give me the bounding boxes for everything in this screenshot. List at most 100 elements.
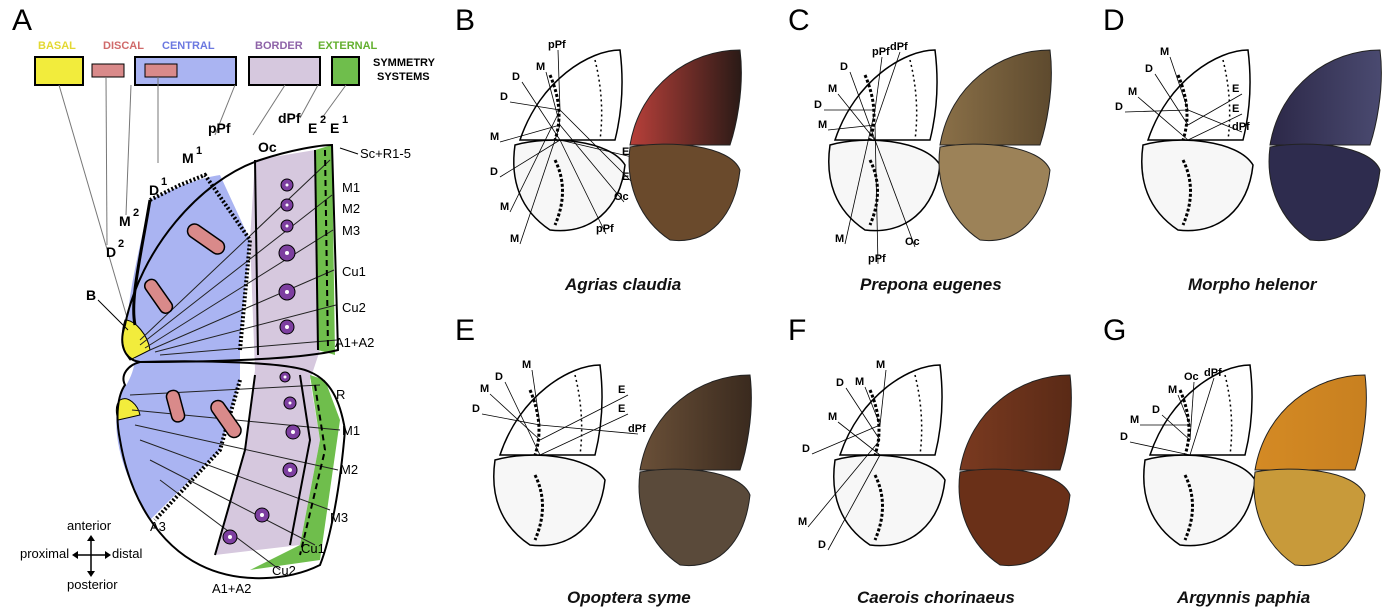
label-e2: E	[308, 120, 317, 136]
element-label: M	[1168, 384, 1177, 396]
vein-label-m1: M1	[342, 180, 360, 195]
element-label: D	[500, 91, 508, 103]
panel-letter-g: G	[1103, 314, 1126, 347]
system-label-discal: DISCAL	[103, 40, 144, 52]
label-d2-sup: 2	[118, 238, 124, 250]
element-label: D	[490, 166, 498, 178]
system-box-external	[332, 57, 359, 85]
photo-forewing	[640, 375, 751, 470]
species-name-d: Morpho helenor	[1188, 275, 1318, 294]
element-label: M	[510, 233, 519, 245]
label-b: B	[86, 287, 96, 303]
element-label: M	[818, 119, 827, 131]
vein-label-r: R	[336, 387, 345, 402]
compass-distal: distal	[112, 546, 142, 561]
line-drawing-hindwing	[1144, 455, 1255, 545]
element-label: D	[1120, 431, 1128, 443]
photo-hindwing	[939, 144, 1050, 240]
element-label: D	[836, 377, 844, 389]
panel-a: A BASAL DISCAL CENTRAL BORDER EXTERNAL S…	[12, 4, 436, 596]
system-label-external: EXTERNAL	[318, 40, 378, 52]
label-d1: D	[149, 182, 159, 198]
element-label: D	[814, 99, 822, 111]
line-drawing-forewing	[835, 50, 937, 140]
line-drawing-hindwing	[494, 455, 605, 545]
element-label: M	[855, 376, 864, 388]
line-drawing-hindwing	[1142, 140, 1253, 230]
element-label: E	[1232, 83, 1239, 95]
photo-hindwing	[959, 469, 1070, 565]
photo-forewing	[630, 50, 741, 145]
element-label: M	[828, 411, 837, 423]
element-label: M	[828, 83, 837, 95]
symmetry-systems-label-2: SYSTEMS	[377, 71, 430, 83]
element-label: Oc	[905, 236, 920, 248]
photo-hindwing	[639, 469, 750, 565]
element-label: Oc	[1184, 371, 1199, 383]
vein-label-cu1: Cu1	[342, 264, 366, 279]
species-name-c: Prepona eugenes	[860, 275, 1002, 294]
vein-label-a1a2: A1+A2	[335, 335, 374, 350]
panel-c	[824, 50, 1051, 264]
element-label: M	[876, 359, 885, 371]
element-label: dPf	[1204, 367, 1222, 379]
element-label: D	[512, 71, 520, 83]
vein-label-sc: Sc+R1-5	[360, 146, 411, 161]
element-label: M	[480, 383, 489, 395]
species-panels: pPfMDDMDMMEEOcpPfpPfdPfMDMDMpPfOcMDMDEEd…	[472, 39, 1381, 566]
element-label: dPf	[890, 41, 908, 53]
element-label: E	[622, 146, 629, 158]
panel-letter-f: F	[788, 314, 806, 347]
element-label: M	[500, 201, 509, 213]
panel-e	[482, 365, 751, 566]
photo-forewing	[1255, 375, 1366, 470]
panel-letter-d: D	[1103, 4, 1125, 37]
schematic-wing	[116, 145, 345, 578]
species-name-e: Opoptera syme	[567, 588, 691, 607]
element-label: D	[802, 443, 810, 455]
element-label: pPf	[872, 46, 890, 58]
panel-b	[500, 50, 741, 244]
system-label-central: CENTRAL	[162, 40, 215, 52]
element-label: M	[798, 516, 807, 528]
element-label: D	[840, 61, 848, 73]
element-label: M	[490, 131, 499, 143]
species-name-f: Caerois chorinaeus	[857, 588, 1015, 607]
element-label: dPf	[1232, 121, 1250, 133]
line-drawing-forewing	[1150, 365, 1252, 455]
label-d1-sup: 1	[161, 176, 167, 188]
element-label: D	[1115, 101, 1123, 113]
panel-letter-c: C	[788, 4, 810, 37]
label-dpf: dPf	[278, 110, 301, 126]
vein-label-hm1: M1	[342, 423, 360, 438]
label-d2: D	[106, 244, 116, 260]
panel-letter-e: E	[455, 314, 475, 347]
label-ppf: pPf	[208, 120, 231, 136]
photo-hindwing	[629, 144, 740, 240]
species-name-g: Argynnis paphia	[1176, 588, 1310, 607]
vein-label-cu2: Cu2	[342, 300, 366, 315]
label-e1-sup: 1	[342, 114, 348, 126]
system-box-basal	[35, 57, 83, 85]
element-label: D	[1145, 63, 1153, 75]
panel-letter-a: A	[12, 4, 32, 37]
symmetry-systems-label-1: SYMMETRY	[373, 57, 436, 69]
system-box-discal	[92, 64, 124, 77]
element-label: M	[835, 233, 844, 245]
vein-label-hcu2: Cu2	[272, 563, 296, 578]
vein-label-m3: M3	[342, 223, 360, 238]
label-e2-sup: 2	[320, 114, 326, 126]
compass-anterior: anterior	[67, 518, 112, 533]
element-label: M	[1130, 414, 1139, 426]
element-label: E	[618, 384, 625, 396]
photo-hindwing	[1269, 144, 1380, 240]
label-m2-sup: 2	[133, 207, 139, 219]
element-label: M	[1128, 86, 1137, 98]
element-label: M	[536, 61, 545, 73]
element-label: E	[618, 403, 625, 415]
photo-forewing	[960, 375, 1071, 470]
element-label: D	[818, 539, 826, 551]
system-box-central-discal	[145, 64, 177, 77]
label-oc: Oc	[258, 139, 277, 155]
